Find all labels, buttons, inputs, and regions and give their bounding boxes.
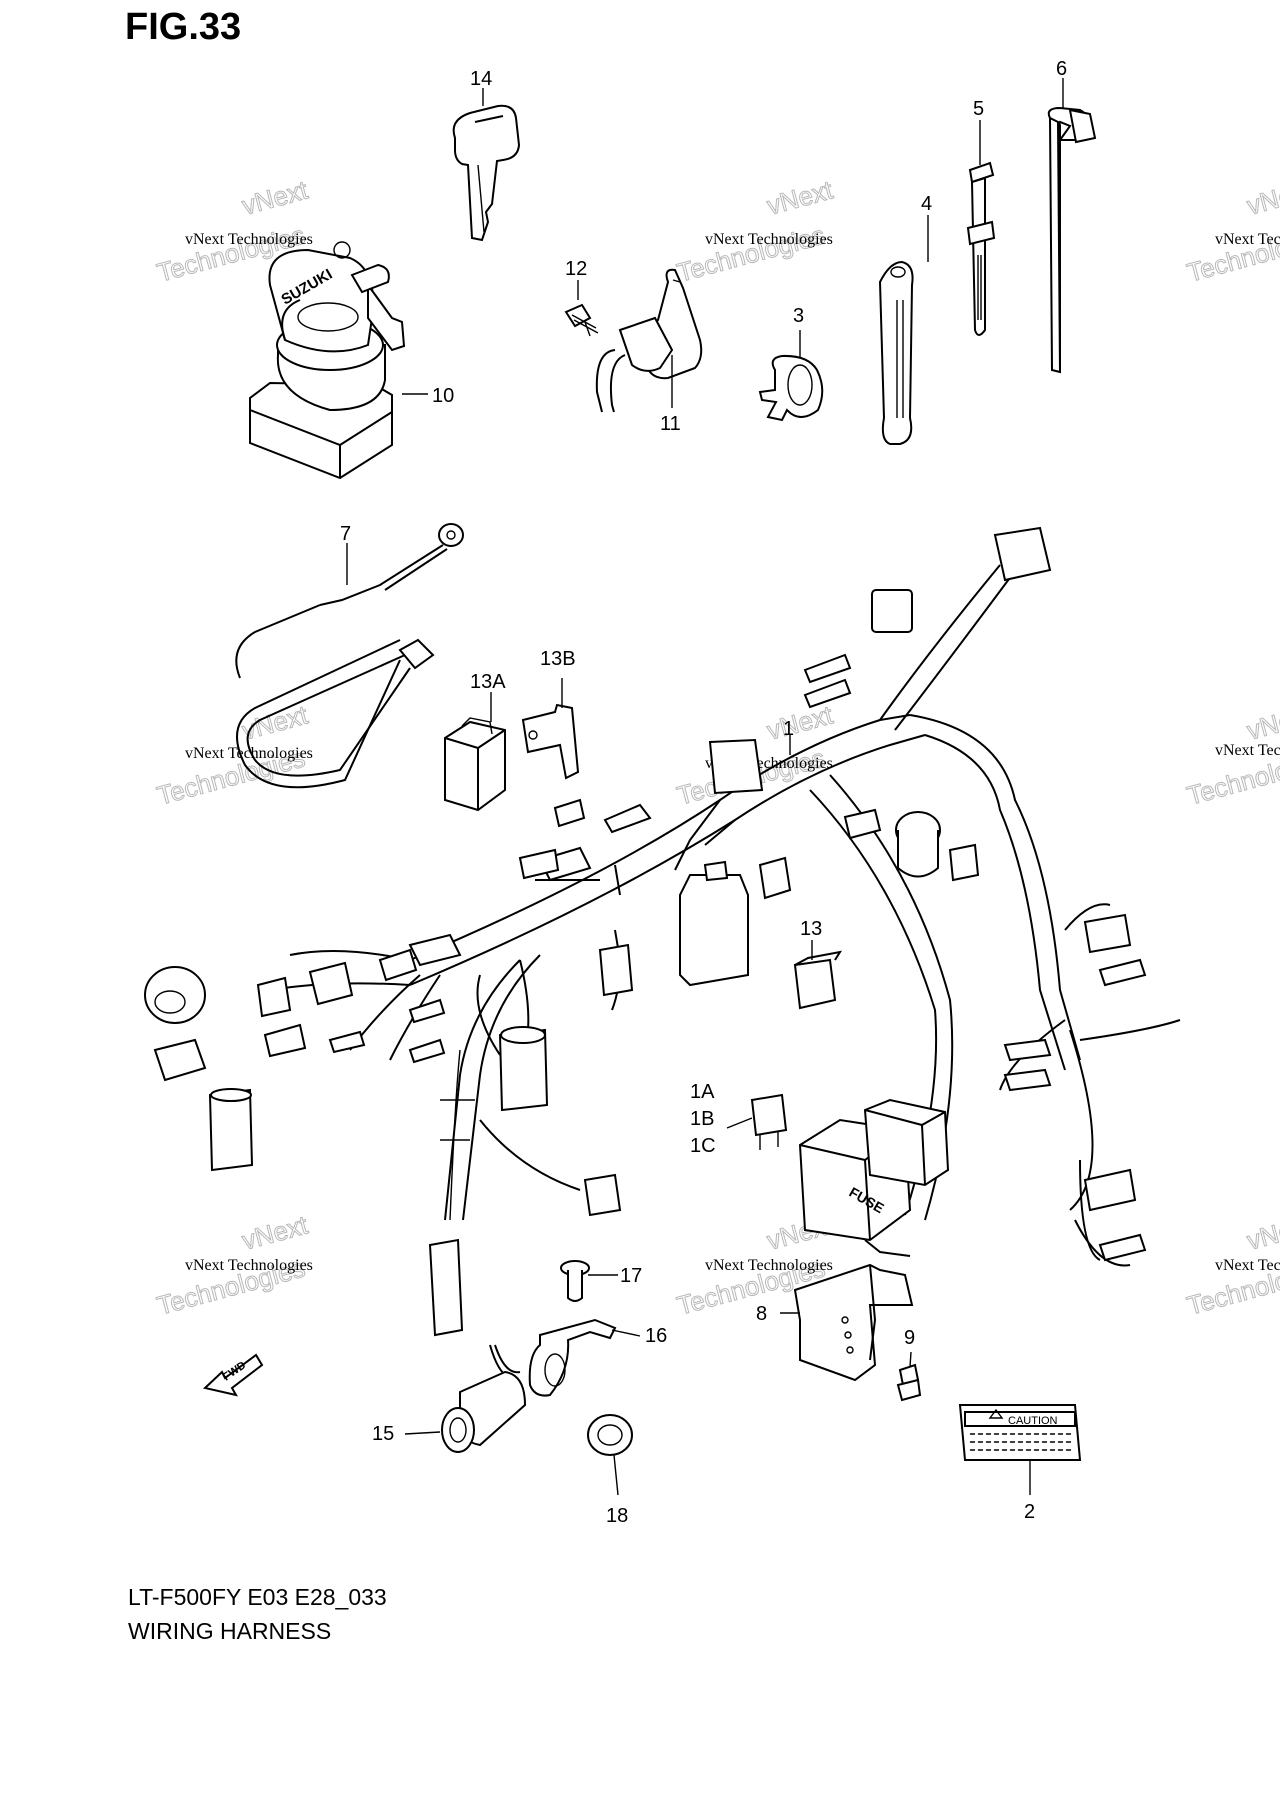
part-clamp-3	[758, 354, 824, 422]
callout-15: 15	[372, 1423, 394, 1445]
watermark-vnext: vNext	[1244, 1209, 1280, 1255]
part-main-harness	[144, 526, 1181, 1337]
callout-9: 9	[904, 1327, 915, 1349]
watermark-vnext: vNext	[764, 174, 837, 220]
watermark-vnext: vNext	[764, 699, 837, 745]
watermark-text: vNext Technologies	[705, 231, 833, 248]
leader-lines	[346, 78, 1064, 1496]
part-ignition-switch: SUZUKI	[249, 241, 406, 480]
watermark-text: vNext Technologies	[1215, 1257, 1280, 1274]
part-bottle	[679, 856, 792, 987]
callout-13: 13	[800, 918, 822, 940]
watermark-vnext: vNext	[1244, 699, 1280, 745]
watermark-vnext: vNext	[1244, 174, 1280, 220]
callout-1c: 1C	[690, 1135, 716, 1157]
part-bolt-17	[560, 1260, 590, 1302]
model-code: LT-F500FY E03 E28_033	[128, 1584, 387, 1610]
callout-2: 2	[1024, 1501, 1035, 1523]
part-bracket-13b	[521, 703, 580, 780]
part-caution-label-2: CAUTION	[958, 1404, 1082, 1461]
callout-16: 16	[645, 1325, 667, 1347]
part-ground-lead-7	[235, 523, 464, 789]
watermark-technologies: Technologies	[1184, 220, 1280, 288]
part-screw-12	[564, 303, 599, 337]
callout-8: 8	[756, 1303, 767, 1325]
callout-7: 7	[340, 523, 351, 545]
caution-label-text: CAUTION	[1008, 1415, 1058, 1427]
part-hook-tie-6	[1047, 106, 1097, 374]
callout-17: 17	[620, 1265, 642, 1287]
part-grommet-18	[587, 1414, 633, 1456]
part-bolt-9	[896, 1363, 922, 1402]
watermark: vNext Technologies vNext Technologies	[1183, 699, 1280, 811]
watermark-text: vNext Technologies	[185, 231, 313, 248]
part-strap-4	[878, 260, 914, 445]
callout-14: 14	[470, 68, 492, 90]
watermark-vnext: vNext	[239, 174, 312, 220]
part-grommet-15	[441, 1344, 527, 1453]
part-fuse-1abc	[750, 1093, 788, 1150]
part-cable-tie-5	[966, 161, 996, 336]
part-key	[452, 104, 521, 242]
watermark-text: vNext Technologies	[185, 1257, 313, 1274]
figure-title: FIG.33	[125, 6, 242, 48]
callout-labels: 14 12 11 10 3 4 5 6 7 13A 13B 1 13 1A 1B…	[340, 58, 1067, 1527]
callout-6: 6	[1056, 58, 1067, 80]
watermark: vNext Technologies vNext Technologies	[1183, 174, 1280, 288]
part-bracket-8	[793, 1263, 914, 1382]
part-clamp-bracket-16	[528, 1318, 617, 1397]
part-throttle-switch	[595, 268, 703, 413]
callout-11: 11	[660, 413, 681, 435]
fwd-arrow-icon: FWD	[202, 1353, 264, 1397]
part-fuse-box: FUSE	[798, 1098, 950, 1257]
callout-1b: 1B	[690, 1108, 714, 1130]
watermark-technologies: Technologies	[674, 220, 828, 288]
callout-4: 4	[921, 193, 932, 215]
part-relay-13	[793, 950, 843, 1010]
diagram-caption: WIRING HARNESS	[128, 1618, 332, 1644]
watermark: vNext Technologies vNext Technologies	[1183, 1209, 1280, 1321]
callout-18: 18	[606, 1505, 628, 1527]
callout-3: 3	[793, 305, 804, 327]
watermark-text: vNext Technologies	[705, 1257, 833, 1274]
watermark-text: vNext Technologies	[1215, 742, 1280, 759]
watermark: vNext Technologies vNext Technologies	[153, 699, 313, 811]
callout-5: 5	[973, 98, 984, 120]
callout-10: 10	[432, 385, 454, 407]
part-relay-13a	[444, 717, 506, 812]
callout-1: 1	[783, 718, 794, 740]
watermark-vnext: vNext	[239, 1209, 312, 1255]
watermark-text: vNext Technologies	[185, 745, 313, 762]
watermark: vNext Technologies vNext Technologies	[673, 174, 837, 288]
watermark-vnext: vNext	[239, 699, 312, 745]
watermark: vNext Technologies vNext Technologies	[153, 1209, 313, 1321]
callout-12: 12	[565, 258, 587, 280]
callout-1a: 1A	[690, 1081, 715, 1103]
callout-13a: 13A	[470, 671, 506, 693]
watermark-text: vNext Technologies	[1215, 231, 1280, 248]
callout-13b: 13B	[540, 648, 576, 670]
